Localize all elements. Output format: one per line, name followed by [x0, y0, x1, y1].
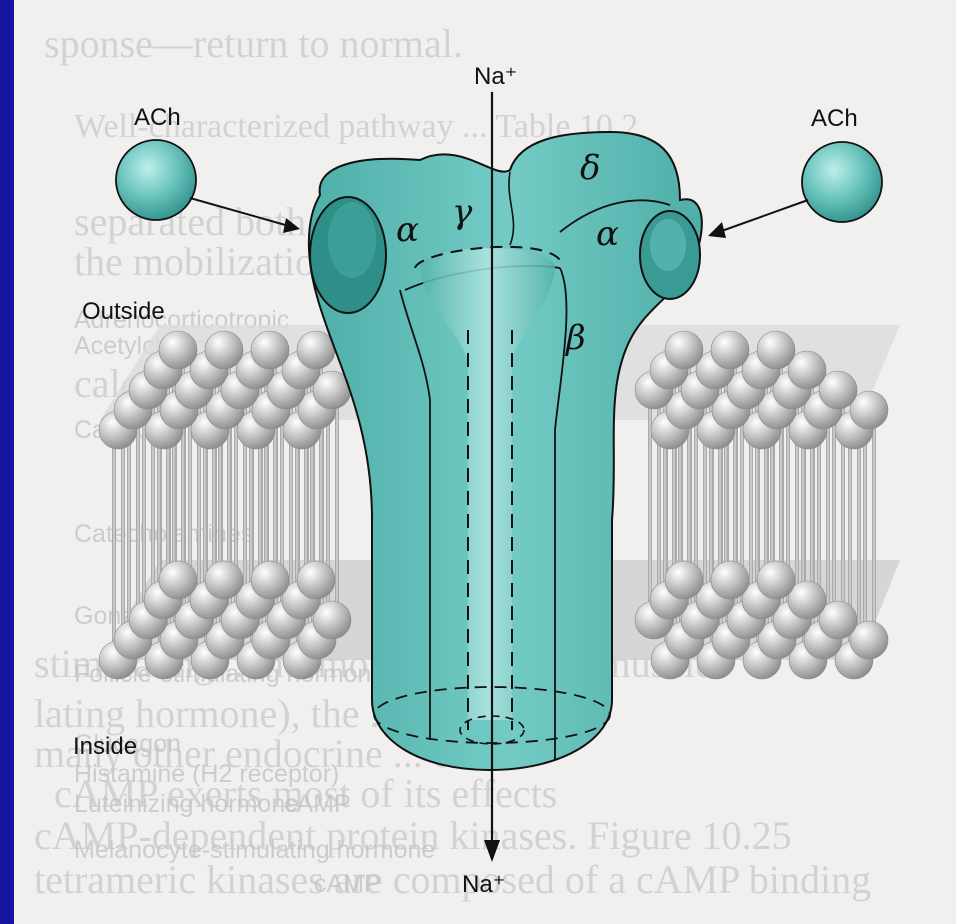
lipid-head	[159, 561, 197, 599]
ach-molecule-right	[708, 142, 882, 238]
lipid-head	[711, 561, 749, 599]
lipid-head	[251, 331, 289, 369]
lipid-head	[711, 331, 749, 369]
acetylcholine-receptor	[309, 92, 702, 862]
outside-label: Outside	[82, 298, 165, 326]
lipid-tail	[121, 442, 125, 644]
lipid-tail	[112, 442, 116, 644]
receptor-diagram	[14, 0, 956, 924]
sodium-top-label: Na⁺	[474, 62, 517, 91]
sodium-bottom-label: Na⁺	[462, 870, 505, 899]
lipid-head	[205, 561, 243, 599]
lipid-tail	[872, 422, 876, 624]
lipid-tail	[863, 422, 867, 624]
lipid-tail	[857, 442, 861, 644]
beta-label: β	[566, 318, 586, 358]
lipid-tail	[136, 422, 140, 624]
lipid-head	[665, 561, 703, 599]
lipid-head	[665, 331, 703, 369]
lipid-tail	[826, 422, 830, 624]
arrow-down-icon	[484, 840, 500, 862]
arrow-left-icon	[708, 222, 726, 238]
ach-left-label: ACh	[134, 104, 181, 132]
lipid-tail	[127, 422, 131, 624]
figure-page: sponse—return to normal. Well-characteri…	[14, 0, 956, 924]
alpha-left-label: α	[396, 210, 419, 250]
lipid-head	[297, 561, 335, 599]
lipid-head	[757, 561, 795, 599]
alpha-right-label: α	[596, 214, 619, 254]
lipid-tail	[335, 402, 339, 604]
ach-right-label: ACh	[811, 105, 858, 133]
inside-label: Inside	[73, 733, 137, 761]
lipid-head	[251, 561, 289, 599]
delta-label: δ	[580, 148, 600, 188]
arrow-right-icon	[283, 218, 300, 233]
lipid-head	[757, 331, 795, 369]
gamma-label: γ	[452, 192, 472, 232]
lipid-head	[159, 331, 197, 369]
ach-molecule-left	[116, 140, 300, 233]
lipid-head	[205, 331, 243, 369]
